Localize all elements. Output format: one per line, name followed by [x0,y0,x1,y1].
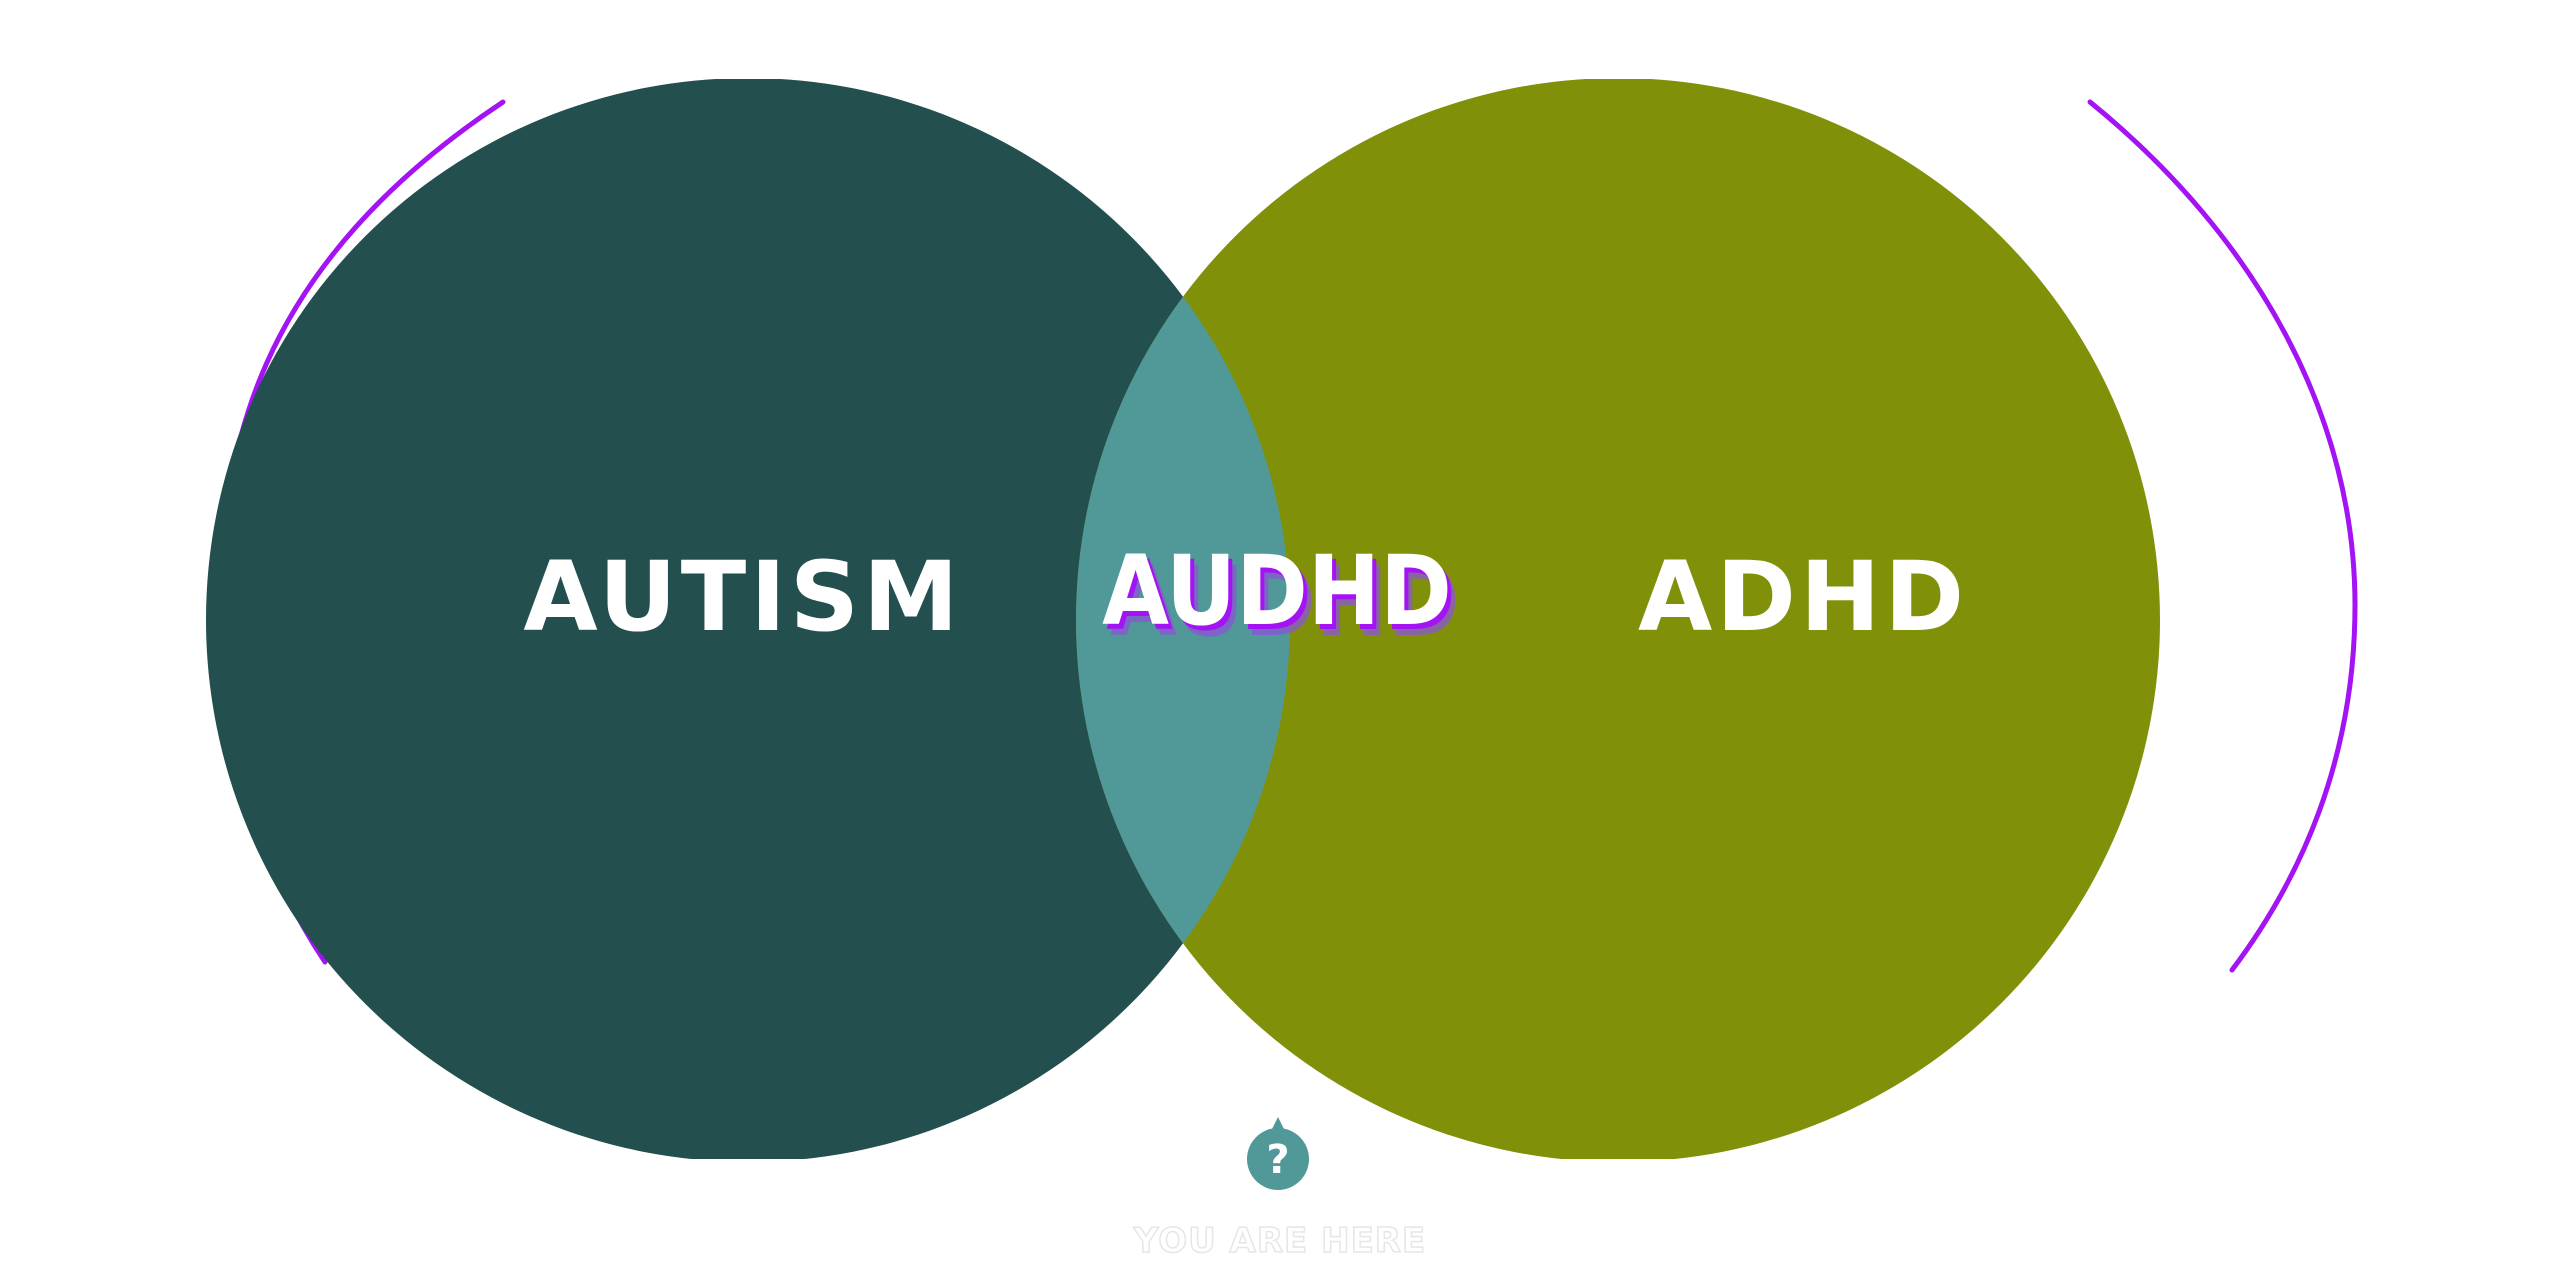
right-bracket [2087,99,2358,973]
top-edge-mask [0,0,2560,79]
audhd-label-shadow: AUDHD [1110,546,1460,658]
adhd-circle [1076,78,2160,1162]
audhd-label-outline: AUDHD [1106,540,1456,652]
question-pin-icon: ? [1247,1117,1309,1190]
adhd-label: ADHD [1638,541,1968,653]
autism-circle [206,78,1290,1162]
you-are-here-caption: YOU ARE HERE [1133,1221,1426,1261]
audhd-label: AUDHD [1102,535,1452,647]
autism-label: AUTISM [523,541,962,653]
marker-symbol: ? [1266,1137,1289,1183]
